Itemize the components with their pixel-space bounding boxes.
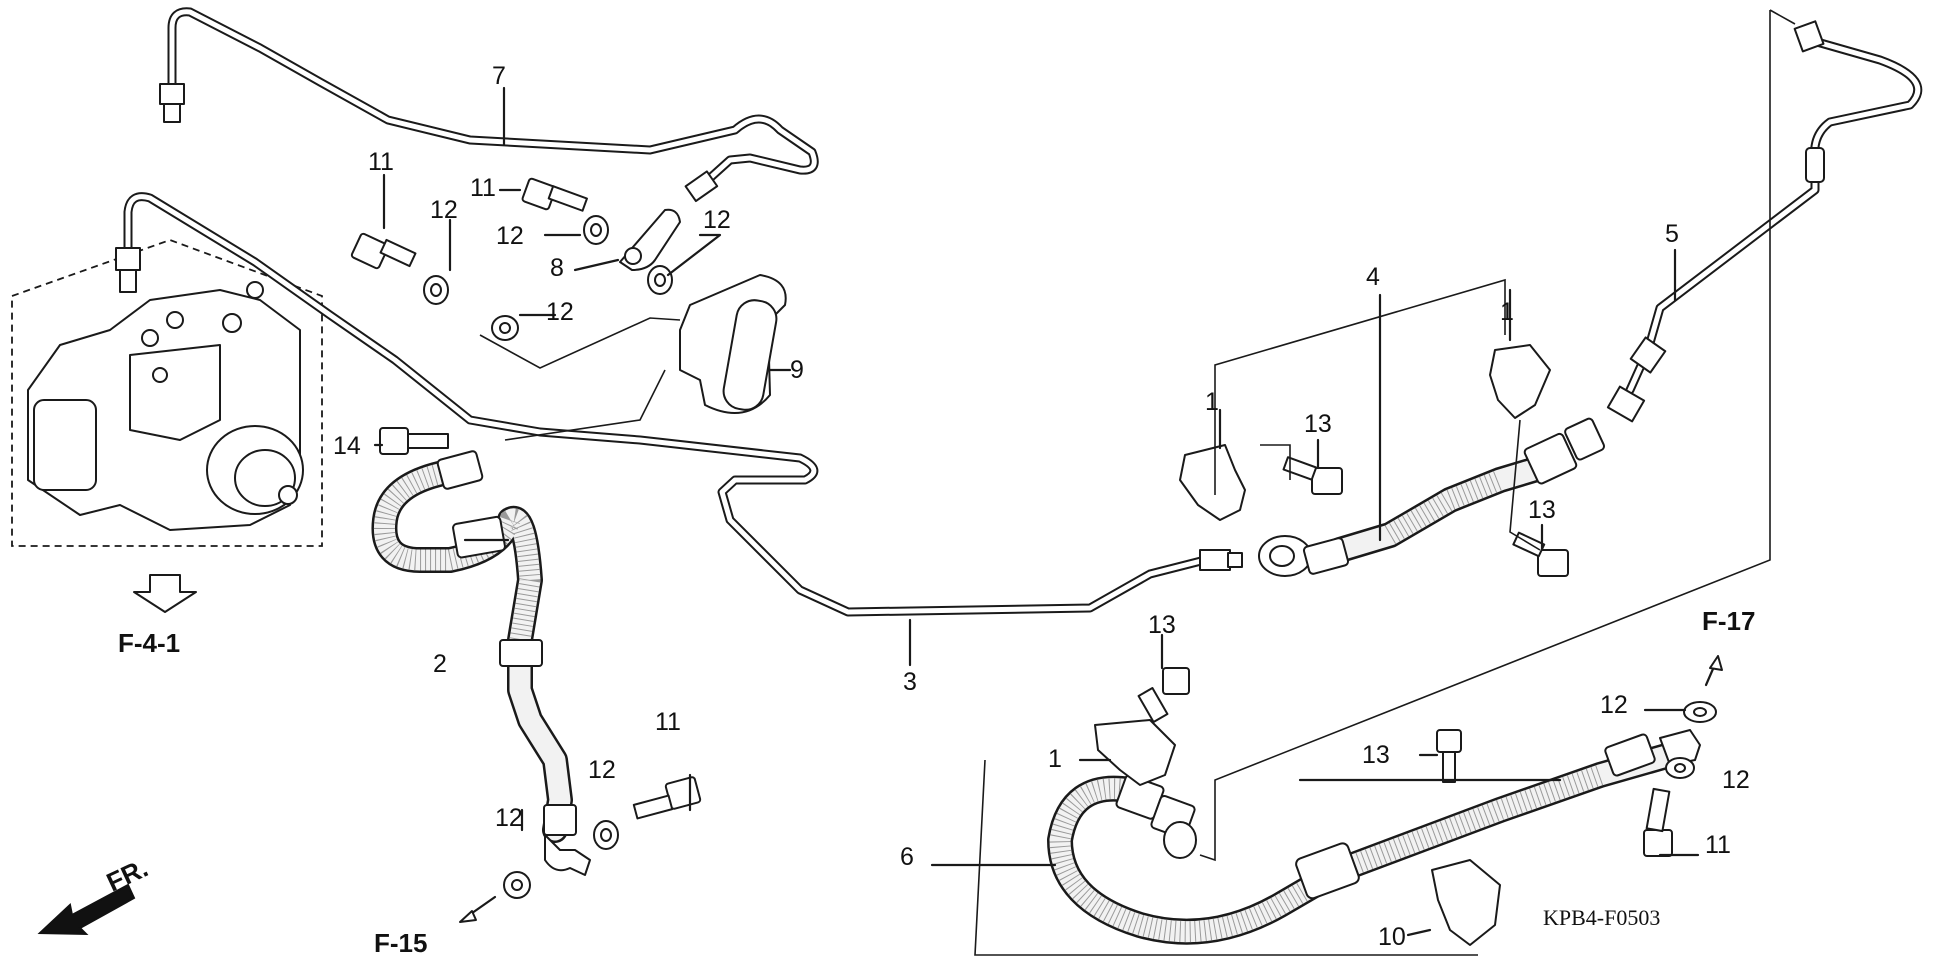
callout-labels: 7 11 11 12 12 12 12 8 9 14 2 3 4 1 5 1 1… (333, 62, 1750, 951)
abs-port-2 (166, 311, 184, 329)
bolt-13a (1282, 456, 1343, 495)
callout-8[interactable]: 8 (550, 254, 564, 282)
bolt-11b (521, 177, 588, 212)
front-arrow-icon (37, 883, 136, 936)
flare-nut (159, 83, 185, 105)
callout-5[interactable]: 5 (1665, 220, 1679, 248)
hose-6 (1047, 729, 1701, 945)
abs-side-block (33, 399, 97, 491)
pipe-3 (115, 192, 1243, 617)
hose-fitting (1302, 537, 1350, 575)
callout-12[interactable]: 12 (546, 298, 574, 326)
callout-14[interactable]: 14 (333, 432, 361, 460)
pipe-sleeve (1629, 336, 1667, 374)
abs-port-5 (152, 367, 168, 383)
callout-6[interactable]: 6 (900, 843, 914, 871)
pipe-5 (1606, 20, 1923, 423)
front-label: FR. (102, 853, 153, 898)
hose-fitting (1564, 417, 1606, 461)
clamp-1b (1489, 344, 1551, 419)
hose-2 (371, 450, 591, 876)
abs-port-3 (222, 313, 242, 333)
pipe-end (119, 269, 137, 293)
clamp-1c (1094, 719, 1176, 786)
abs-modulator-group (11, 239, 323, 547)
hose-end-bore (1269, 545, 1295, 567)
hose-fitting (452, 515, 506, 559)
callout-12[interactable]: 12 (1722, 766, 1750, 794)
hose-end-fitting (1163, 821, 1197, 859)
callout-9[interactable]: 9 (790, 356, 804, 384)
callout-11[interactable]: 11 (368, 148, 394, 176)
callout-1[interactable]: 1 (1048, 745, 1062, 773)
pipe-end (163, 103, 181, 123)
hose-4 (1258, 417, 1606, 577)
clamp-10 (1431, 859, 1501, 946)
flare-nut (115, 247, 141, 271)
hose-clamp-collar (1295, 842, 1360, 900)
bolt-11a (350, 232, 417, 270)
bolt-14 (379, 427, 449, 455)
flare-nut (1793, 20, 1825, 53)
abs-motor-shaft (278, 485, 298, 505)
callout-7[interactable]: 7 (492, 62, 506, 90)
group-lines (479, 9, 1796, 956)
flare-nut (1199, 549, 1231, 571)
ref-f-15[interactable]: F-15 (374, 928, 427, 958)
callout-3[interactable]: 3 (903, 668, 917, 696)
pipe-sleeve (1805, 147, 1825, 183)
callout-12[interactable]: 12 (496, 222, 524, 250)
ref-f-4-1[interactable]: F-4-1 (118, 628, 180, 658)
arrow-head-icon (1709, 655, 1723, 671)
callout-13[interactable]: 13 (1528, 496, 1556, 524)
bolt-11d (1643, 787, 1673, 857)
callout-12[interactable]: 12 (1600, 691, 1628, 719)
callout-12[interactable]: 12 (495, 804, 523, 832)
callout-4[interactable]: 4 (1366, 263, 1380, 291)
pipe-end (1227, 552, 1243, 568)
callout-11[interactable]: 11 (470, 174, 496, 202)
callout-1[interactable]: 1 (1500, 298, 1514, 326)
callout-13[interactable]: 13 (1362, 741, 1390, 769)
washers (423, 215, 1717, 899)
banjo-fitting (544, 834, 591, 876)
hose-fitting (543, 804, 577, 836)
clamp-1a (1179, 444, 1246, 521)
bracket-hole (624, 247, 642, 265)
callout-12[interactable]: 12 (430, 196, 458, 224)
down-arrow-icon (133, 574, 197, 613)
flare-nut (684, 170, 719, 203)
arrow-head-icon (459, 910, 477, 923)
joint-body (722, 299, 778, 411)
callout-13[interactable]: 13 (1148, 611, 1176, 639)
banjo-fitting (1659, 729, 1701, 766)
callout-2[interactable]: 2 (433, 650, 447, 678)
callout-12[interactable]: 12 (703, 206, 731, 234)
flare-nut (1606, 385, 1646, 423)
callout-1[interactable]: 1 (1205, 388, 1219, 416)
abs-port-4 (246, 281, 264, 299)
ref-f-17[interactable]: F-17 (1702, 606, 1755, 636)
abs-valve-block (129, 344, 221, 441)
callout-11[interactable]: 11 (655, 708, 681, 736)
callout-13[interactable]: 13 (1304, 410, 1332, 438)
callout-10[interactable]: 10 (1378, 923, 1406, 951)
hose-fitting (1523, 432, 1578, 485)
bolt-13c (1137, 667, 1190, 723)
callout-12[interactable]: 12 (588, 756, 616, 784)
leader-lines (373, 86, 1700, 937)
bolt-11c (632, 776, 702, 820)
pipe-7 (159, 7, 819, 203)
abs-port-1 (141, 329, 159, 347)
figure-code: KPB4-F0503 (1543, 905, 1660, 930)
hose-fitting (1604, 733, 1656, 777)
bolt-13d (1436, 729, 1462, 783)
hose-fitting (436, 450, 484, 490)
hose-clamp-collar (499, 639, 543, 667)
callout-11[interactable]: 11 (1705, 831, 1731, 859)
